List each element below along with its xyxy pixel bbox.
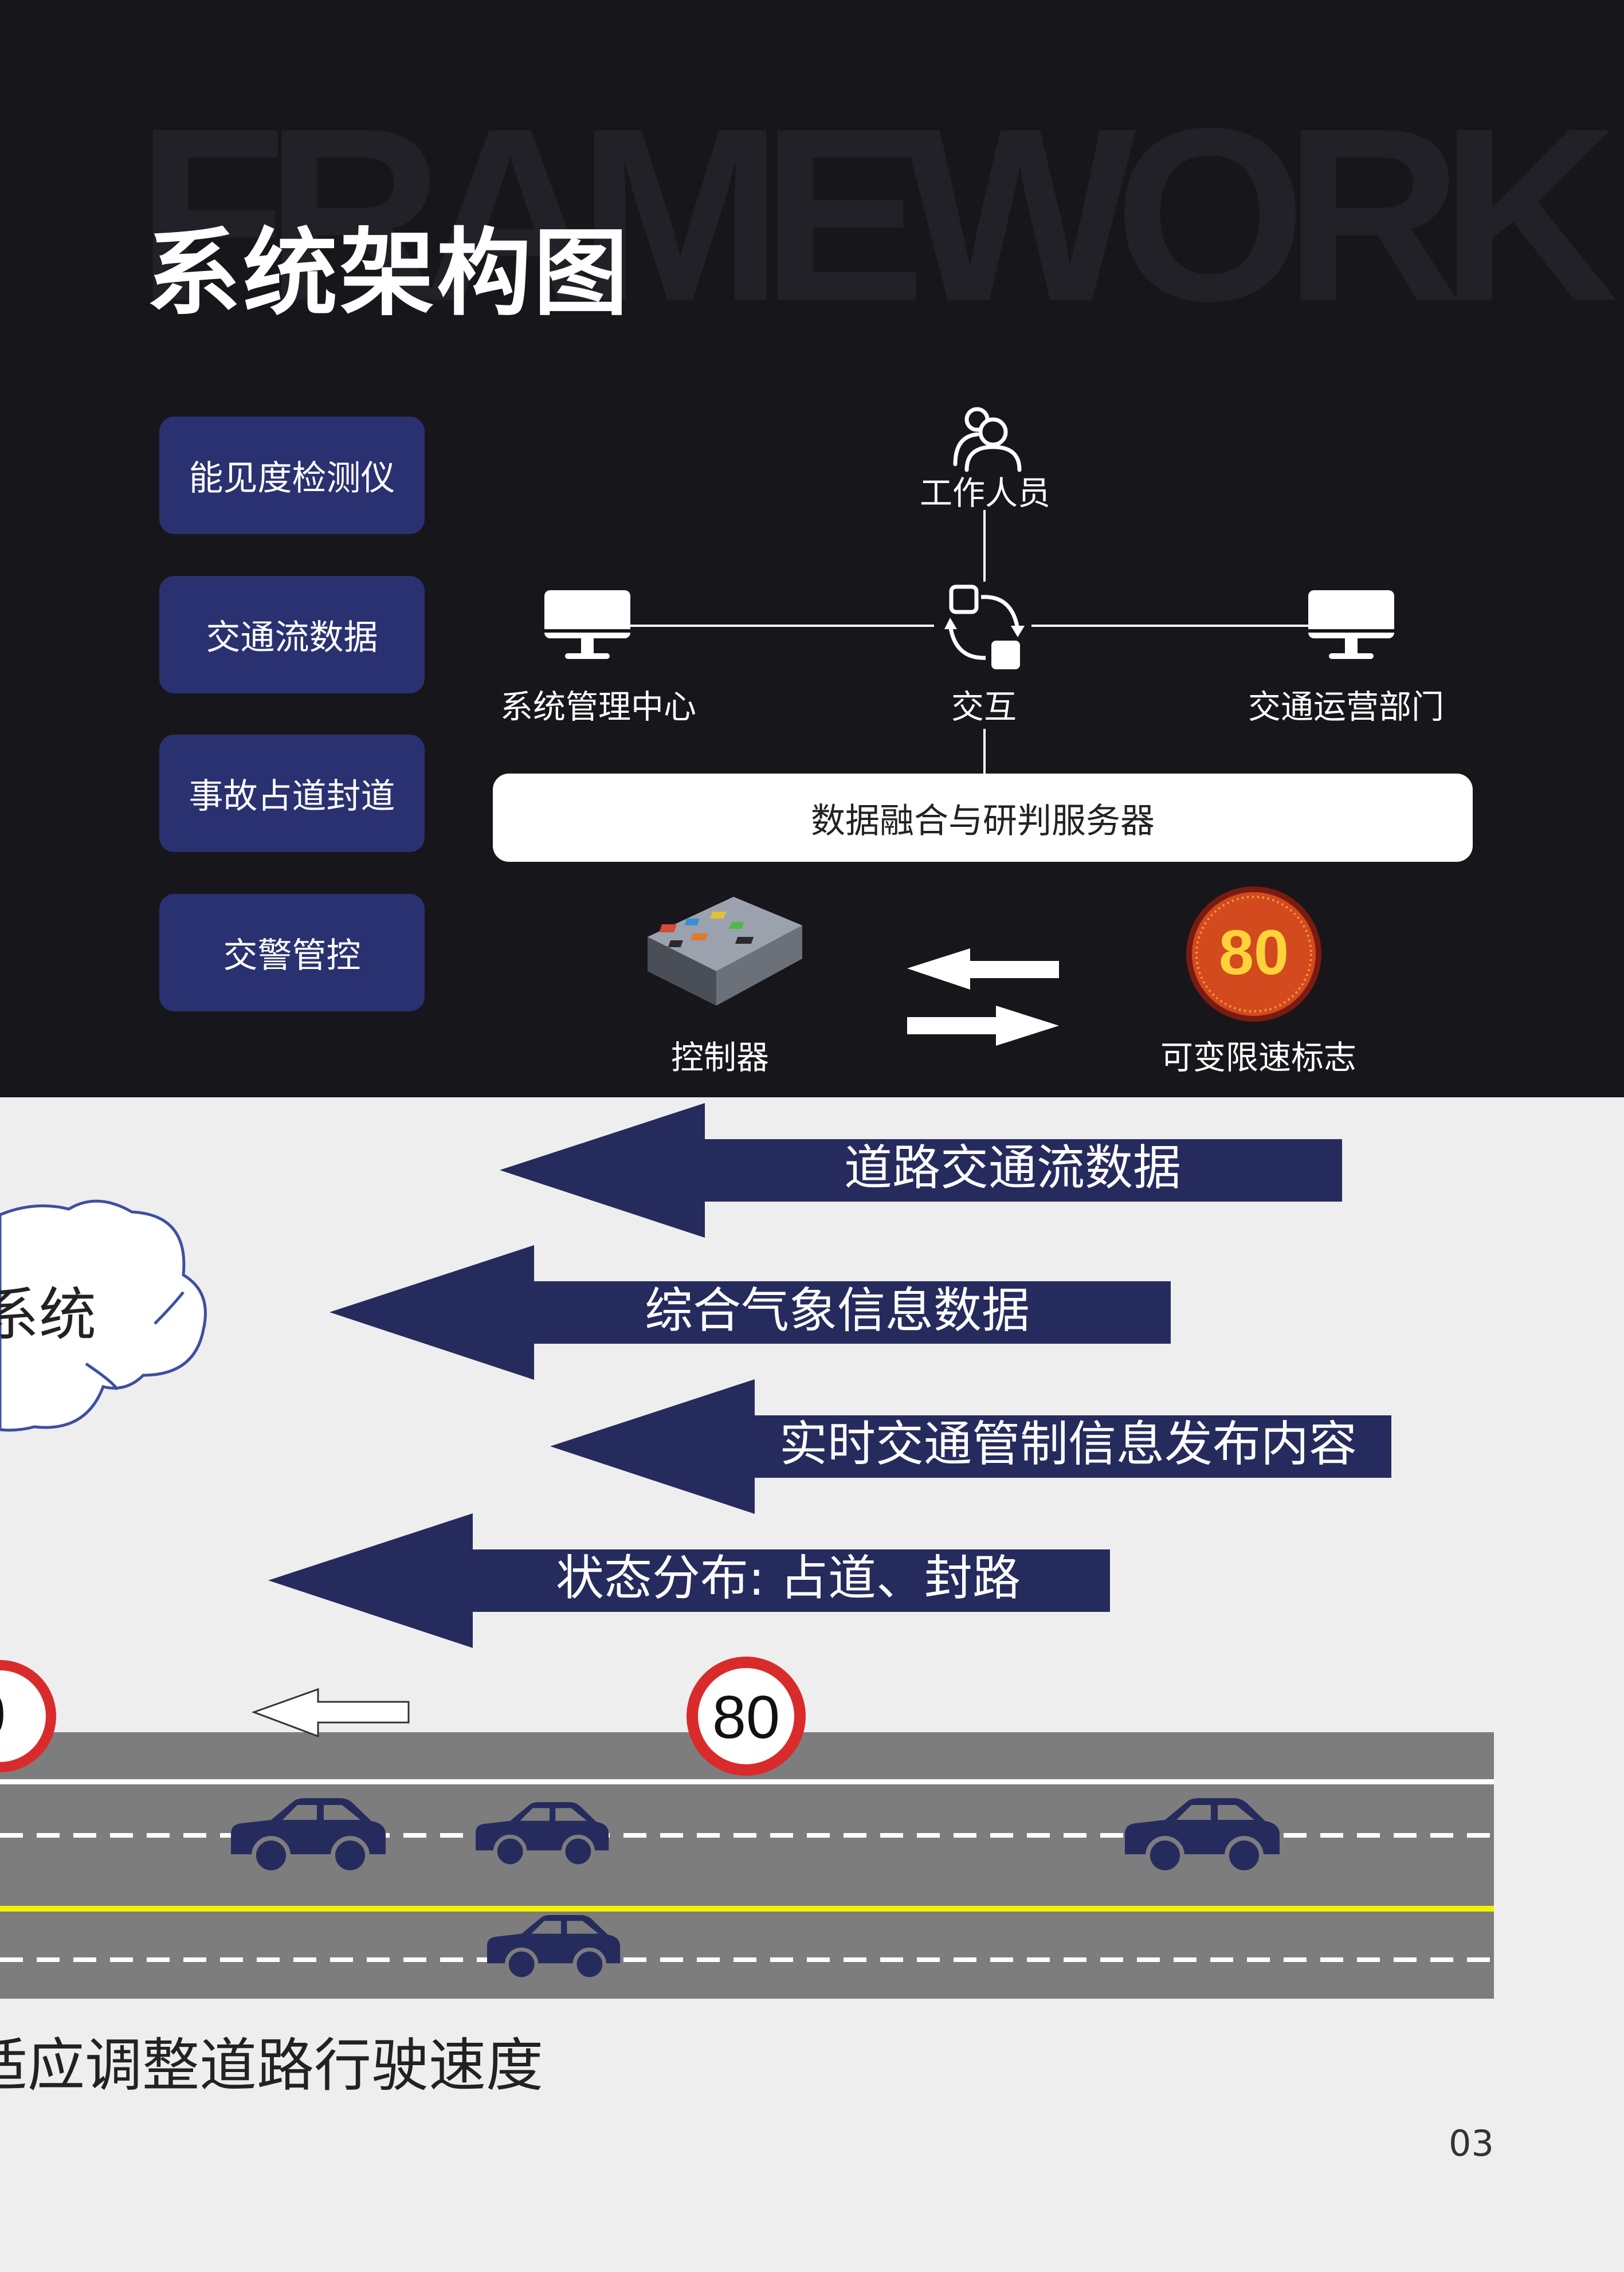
input-traffic-flow[interactable]: 交通流数据	[159, 576, 425, 693]
variable-speed-sign-icon: 80	[1186, 886, 1321, 1022]
cloud-label: 系统	[0, 1281, 96, 1348]
controller-device-icon	[648, 897, 802, 1006]
interaction-label: 交互	[951, 688, 1017, 726]
speed-sign-value: 80	[712, 1684, 780, 1751]
server-label: 数据融合与研判服务器	[811, 801, 1155, 841]
input-visibility-detector[interactable]: 能见度检测仪	[159, 417, 425, 534]
staff-label: 工作人员	[920, 474, 1050, 512]
data-fusion-server: 数据融合与研判服务器	[493, 774, 1473, 862]
input-label: 能见度检测仪	[189, 458, 395, 499]
flow-arrow-2	[329, 1245, 1171, 1380]
road-caption: 适应调整道路行驶速度	[0, 2032, 543, 2099]
framework-watermark: FRAMEWORK	[136, 77, 1618, 352]
cloud-shape	[0, 1199, 207, 1432]
flow-arrow-1	[500, 1103, 1342, 1238]
operations-monitor-icon	[1308, 590, 1394, 659]
flow-arrow-3	[550, 1379, 1391, 1514]
flow-arrow-4	[268, 1513, 1110, 1648]
road-illustration: 0 80	[0, 1657, 1494, 1999]
flow-label-control-info: 实时交通管制信息发布内容	[779, 1416, 1358, 1472]
flow-label-status: 状态分布: 占道、封路	[556, 1550, 1021, 1606]
interaction-icon	[944, 584, 1025, 669]
yellow-center-line	[0, 1906, 1494, 1912]
car-3	[1125, 1798, 1280, 1875]
direction-arrow-icon	[251, 1688, 410, 1738]
input-label: 事故占道封道	[189, 776, 395, 817]
input-accident-closure[interactable]: 事故占道封道	[159, 735, 425, 852]
management-monitor-icon	[544, 590, 630, 659]
input-label: 交通流数据	[206, 618, 378, 658]
controller-label: 控制器	[671, 1039, 769, 1077]
connector-lines	[630, 510, 1312, 774]
flow-arrows	[268, 1103, 1391, 1648]
management-center-label: 系统管理中心	[500, 688, 696, 726]
input-police-control[interactable]: 交警管控	[159, 894, 425, 1011]
variable-sign-value: 80	[1219, 917, 1289, 988]
operations-department-label: 交通运营部门	[1248, 688, 1444, 726]
flow-label-weather: 综合气象信息数据	[645, 1282, 1030, 1339]
page-number: 03	[1449, 2122, 1494, 2164]
staff-icon	[953, 407, 1022, 472]
architecture-panel: FRAMEWORK 系统架构图 能见度检测仪 交通流数据 事故占道封道 交警管控…	[0, 0, 1624, 1097]
left-sign-value: 0	[0, 1680, 6, 1750]
page-title: 系统架构图	[146, 218, 630, 328]
car-4	[487, 1915, 621, 1981]
flow-label-traffic: 道路交通流数据	[844, 1140, 1182, 1196]
car-1	[231, 1798, 386, 1875]
variable-speed-sign-label: 可变限速标志	[1160, 1039, 1356, 1077]
car-2	[476, 1802, 609, 1869]
input-label: 交警管控	[223, 936, 361, 976]
exchange-arrows-icon	[907, 948, 1059, 1046]
